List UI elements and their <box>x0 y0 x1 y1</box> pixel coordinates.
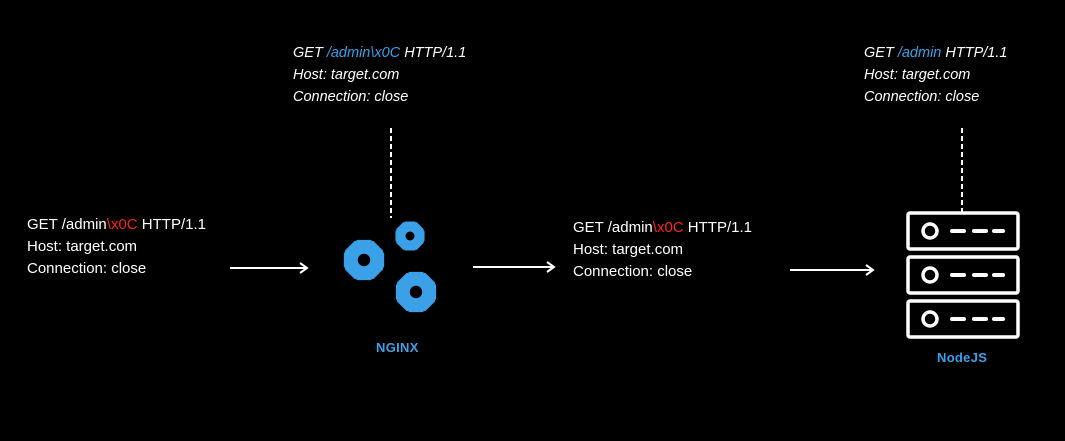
forwarded-method: GET <box>573 219 604 236</box>
client-request-line: GET /admin\x0C HTTP/1.1 <box>27 214 206 236</box>
forwarded-request-text: GET /admin\x0C HTTP/1.1 Host: target.com… <box>573 217 752 283</box>
client-path: /admin <box>61 216 107 233</box>
forwarded-request-line: GET /admin\x0C HTTP/1.1 <box>573 217 752 239</box>
client-version: HTTP/1.1 <box>141 216 206 233</box>
nodejs-view-path: /admin <box>897 45 942 61</box>
server-rack-icon <box>906 211 1020 339</box>
nodejs-view-request-line: GET /admin HTTP/1.1 <box>864 42 1007 64</box>
arrow-client-to-nginx <box>230 262 309 274</box>
nodejs-view-method: GET <box>864 45 894 61</box>
nginx-view-host-header: Host: target.com <box>293 67 400 83</box>
client-connection-header: Connection: close <box>27 260 147 277</box>
nginx-view-method: GET <box>293 45 323 61</box>
nodejs-view-host-header: Host: target.com <box>864 67 971 83</box>
client-method: GET <box>27 216 58 233</box>
gears-icon <box>343 221 437 313</box>
nginx-view-request-line: GET /admin\x0C HTTP/1.1 <box>293 42 466 64</box>
forwarded-path-suffix: \x0C <box>652 219 684 236</box>
forwarded-host-header: Host: target.com <box>573 241 684 258</box>
gear-small-top <box>395 221 425 251</box>
nodejs-view-version: HTTP/1.1 <box>945 45 1008 61</box>
nginx-view-version: HTTP/1.1 <box>404 45 467 61</box>
nginx-label: NGINX <box>376 340 419 355</box>
forwarded-version: HTTP/1.1 <box>687 219 752 236</box>
nginx-view-text: GET /admin\x0C HTTP/1.1 Host: target.com… <box>293 42 466 108</box>
nodejs-view-connection-header: Connection: close <box>864 89 980 105</box>
client-path-suffix: \x0C <box>106 216 138 233</box>
nginx-view-path: /admin\x0C <box>326 45 401 61</box>
nodejs-label: NodeJS <box>937 350 988 365</box>
gear-large-bottom <box>395 271 437 313</box>
client-host-header: Host: target.com <box>27 238 138 255</box>
forwarded-path: /admin <box>607 219 653 236</box>
nodejs-dashed-connector <box>961 128 963 212</box>
nginx-view-connection-header: Connection: close <box>293 89 409 105</box>
forwarded-connection-header: Connection: close <box>573 263 693 280</box>
arrow-to-nodejs-server <box>790 264 875 276</box>
client-request-text: GET /admin\x0C HTTP/1.1 Host: target.com… <box>27 214 206 280</box>
arrow-nginx-to-nodejs <box>473 261 556 273</box>
nodejs-view-text: GET /admin HTTP/1.1 Host: target.com Con… <box>864 42 1007 108</box>
gear-large-left <box>343 239 385 281</box>
nginx-dashed-connector <box>390 128 392 218</box>
